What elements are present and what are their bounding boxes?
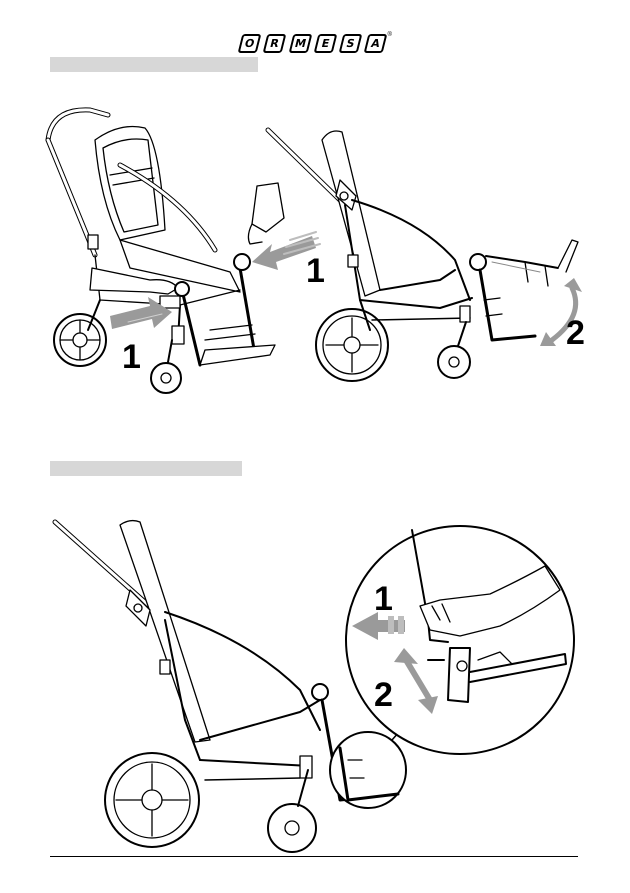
step-number-2-top: 2 <box>566 316 585 350</box>
stroller-left-view <box>48 110 320 393</box>
step-number-2-detail: 2 <box>374 678 393 712</box>
step-number-1-detail: 1 <box>374 582 393 616</box>
stroller-bottom-view <box>55 521 574 852</box>
footer-rule <box>50 856 578 857</box>
step-number-1-bottom-left: 1 <box>122 340 141 374</box>
step-number-1-top-right-arrow: 1 <box>306 254 325 288</box>
